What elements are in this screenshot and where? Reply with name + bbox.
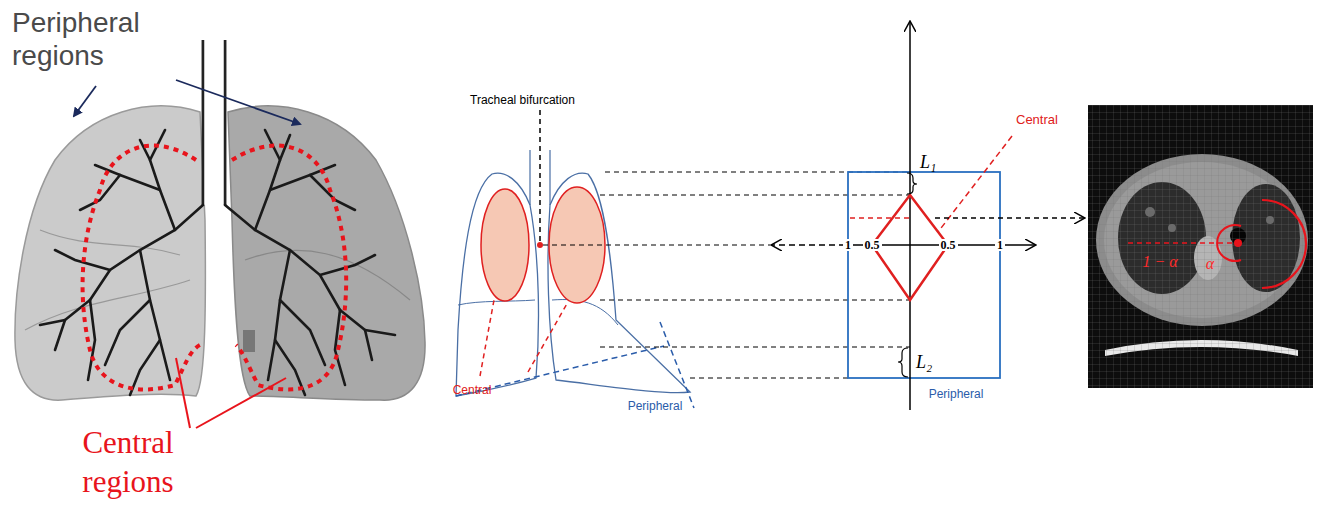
region-label: Peripheral regions: [12, 6, 162, 72]
anatomy-label: Tracheal bifurcation: [470, 93, 575, 107]
axis-tick: 0.5: [863, 239, 882, 251]
axis-tick: 1: [843, 239, 853, 251]
dimension-label: L₂: [916, 352, 932, 373]
schematic-lungs: [456, 110, 910, 408]
ct-image: [1088, 105, 1313, 388]
dimension-label: L₁: [920, 152, 936, 173]
region-label: Central: [1016, 112, 1058, 127]
lung-illustration: [15, 40, 425, 428]
region-label: Peripheral: [929, 387, 984, 401]
region-label: Central regions: [53, 424, 203, 502]
region-label: Peripheral: [628, 399, 683, 413]
axis-tick: 0.5: [939, 239, 958, 251]
ratio-label: 1 − α: [1142, 253, 1177, 271]
coordinate-diagram: [772, 22, 1084, 410]
region-label: Central: [453, 383, 492, 397]
axis-tick: 1: [995, 239, 1005, 251]
ratio-label: α: [1206, 255, 1214, 273]
